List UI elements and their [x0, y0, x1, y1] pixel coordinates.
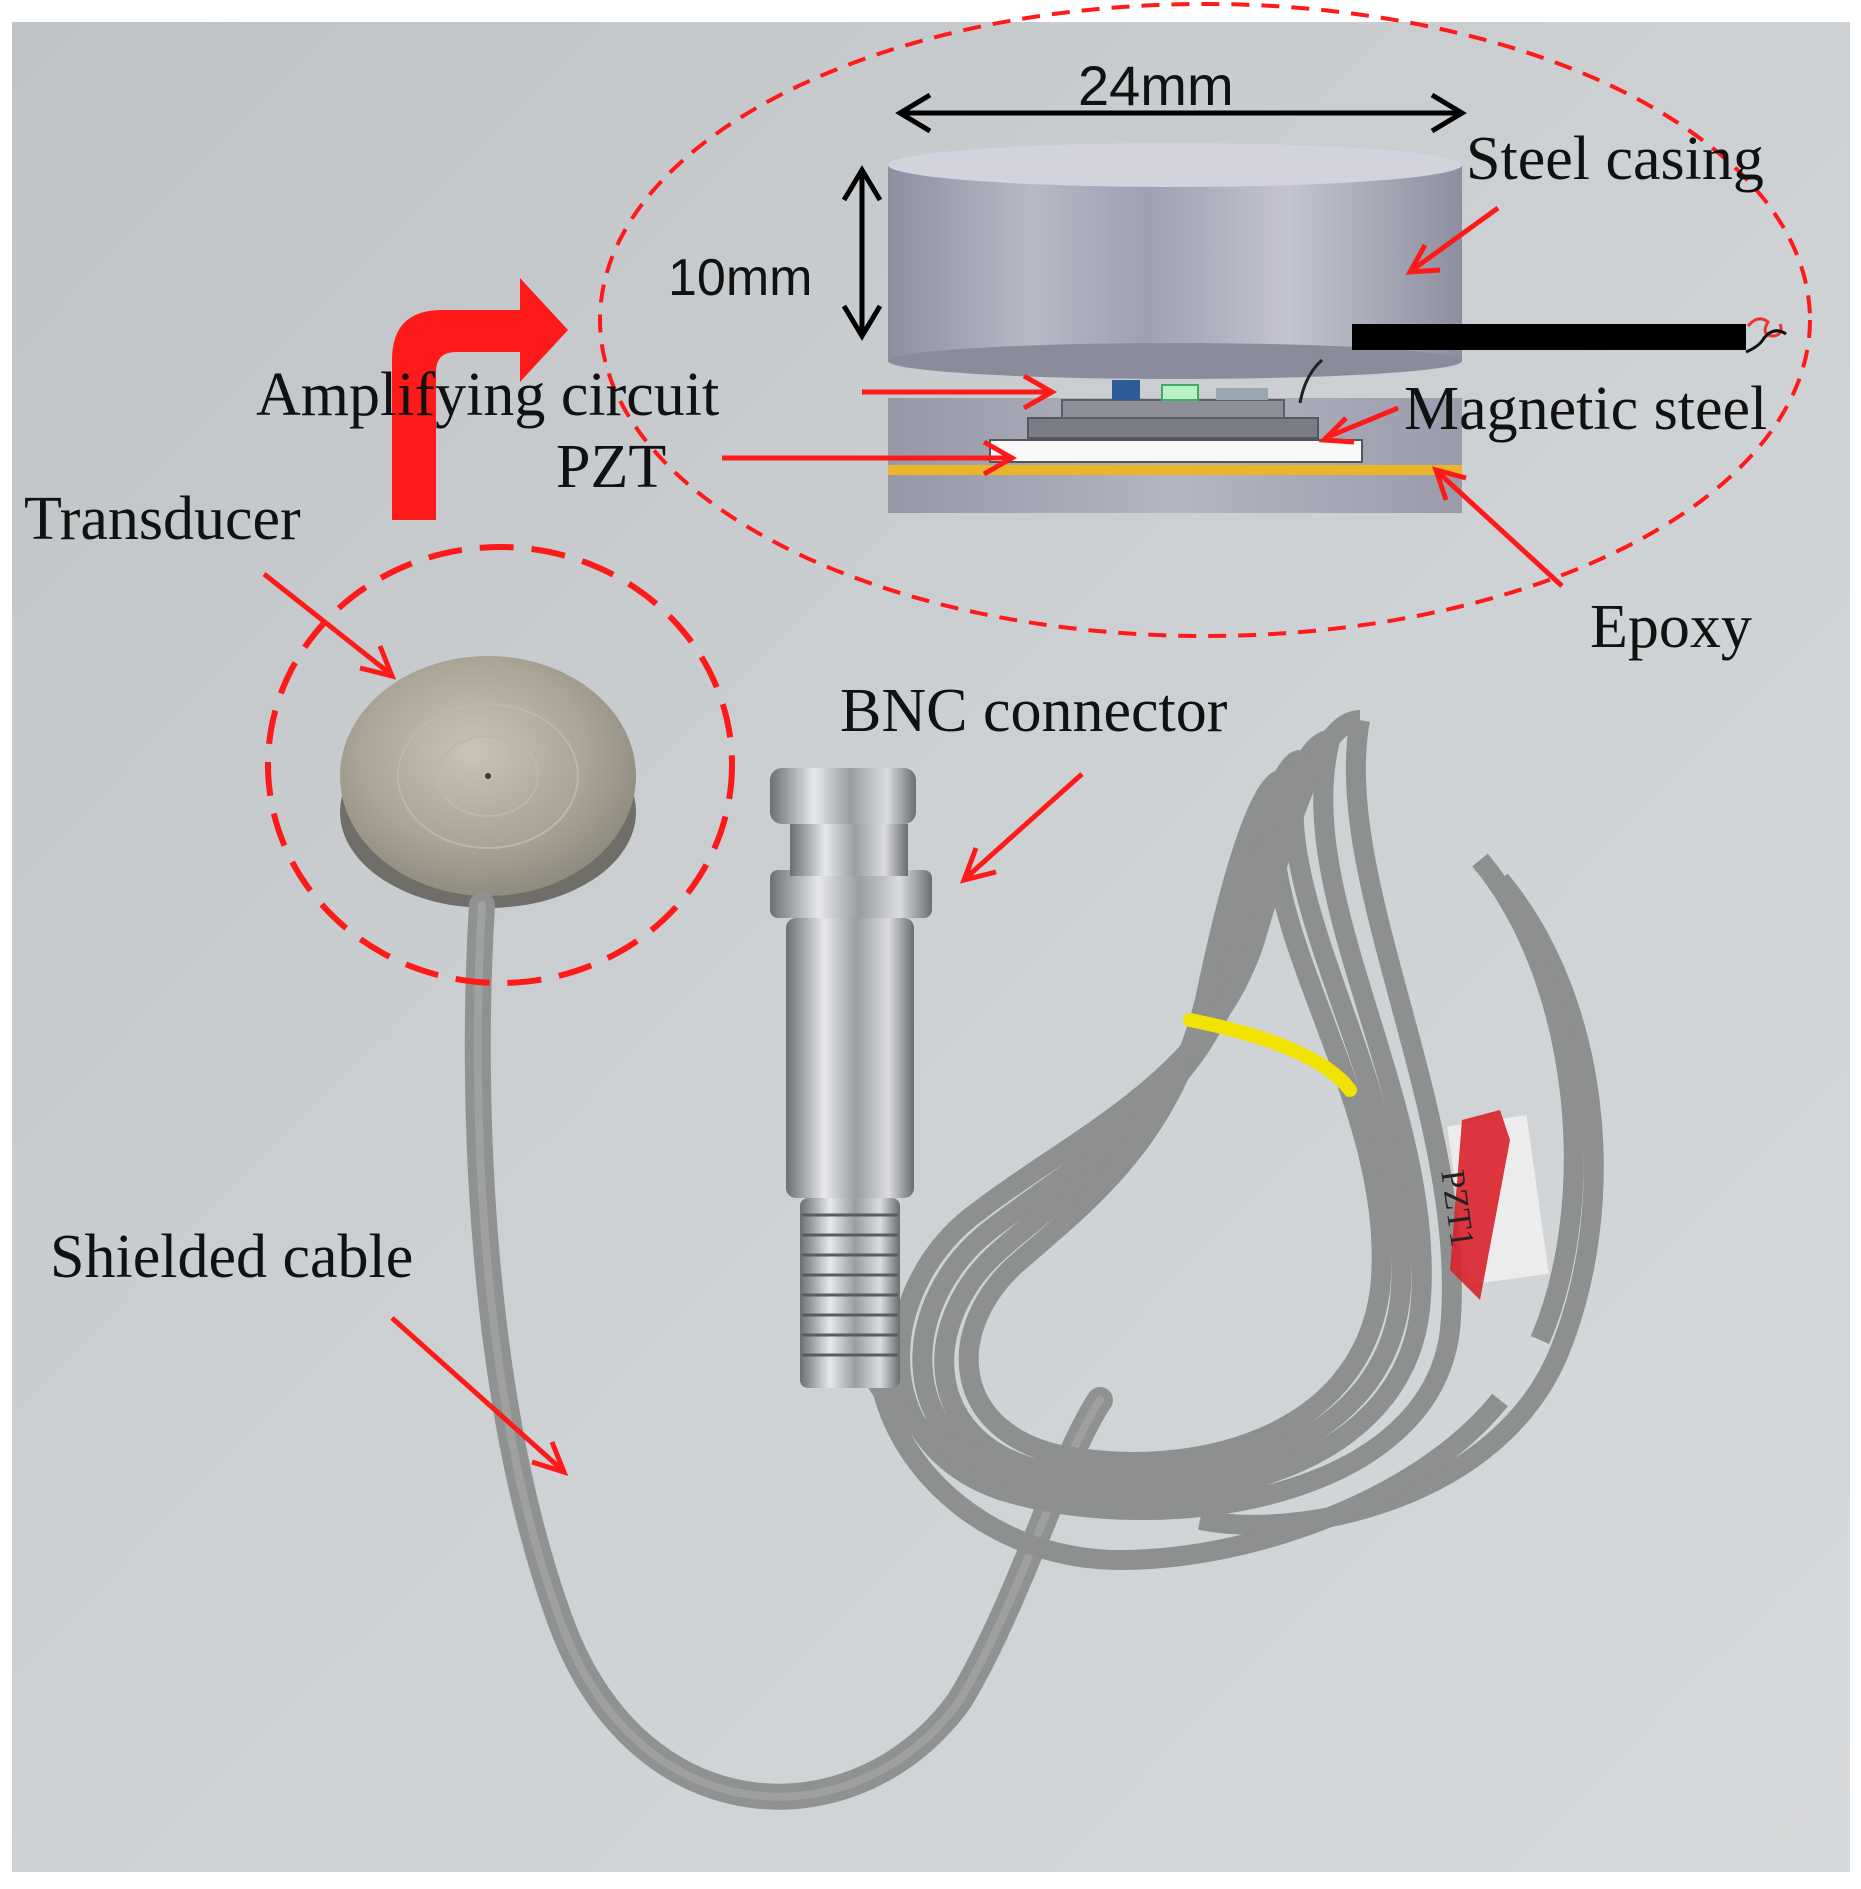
disc-center-hole: [485, 773, 491, 779]
pzt-label: PZT: [556, 433, 667, 501]
bnc-connector-label: BNC connector: [840, 677, 1228, 745]
bnc-connector-photo: [770, 768, 932, 1388]
cable-tag: [1447, 1110, 1549, 1300]
steel-casing-label: Steel casing: [1466, 125, 1764, 193]
bnc-neck: [790, 824, 908, 876]
pzt-plate: [989, 439, 1363, 463]
steel-casing-top: [888, 143, 1462, 187]
cable-tag-red-mark: [1450, 1110, 1510, 1300]
bnc-strain-relief: [800, 1198, 900, 1388]
disc-machining-ring: [397, 703, 579, 849]
bnc-knurled-ring: [770, 870, 932, 918]
circuit-wire: [1298, 358, 1324, 404]
lead-wire: [1352, 324, 1746, 350]
shielded-cable-label: Shielded cable: [50, 1223, 414, 1291]
magnetic-steel-label: Magnetic steel: [1404, 375, 1768, 443]
height-dimension-label: 10mm: [668, 249, 813, 307]
arrow-shielded-cable: [390, 1316, 569, 1476]
annotation-overlays: [265, 2, 1812, 986]
transducer-schematic: [841, 92, 1787, 513]
bnc-body: [786, 918, 914, 1198]
yellow-cable-band: [1183, 1013, 1357, 1097]
transducer-photo: [340, 656, 636, 908]
break-mark-icon: [1745, 329, 1787, 354]
pointer-arrows: [262, 205, 1564, 1476]
epoxy-layer: [888, 465, 1462, 475]
height-dimension-arrow: [841, 165, 883, 341]
epoxy-label: Epoxy: [1590, 593, 1752, 661]
amplifying-circuit-label: Amplifying circuit: [256, 361, 720, 429]
circuit-component: [1112, 380, 1140, 400]
bnc-threads: [802, 1213, 898, 1357]
arrow-amplifying-circuit: [862, 373, 1058, 411]
circuit-board: [1061, 399, 1285, 419]
transducer-callout-circle: [265, 544, 735, 986]
arrow-bnc-connector: [959, 772, 1084, 884]
disc-machining-ring: [437, 735, 539, 817]
arrow-epoxy: [1432, 466, 1564, 588]
transducer-label: Transducer: [24, 485, 301, 553]
circuit-component: [1216, 388, 1268, 400]
shielded-cable-highlight: [473, 901, 1104, 1801]
circuit-component: [1161, 384, 1199, 401]
width-dimension-label: 24mm: [1078, 54, 1234, 117]
schematic-callout-ellipse: [598, 2, 1812, 638]
arrow-steel-casing: [1405, 205, 1500, 275]
steel-casing-bottom-edge: [888, 343, 1462, 379]
magnetic-steel-plate: [1027, 417, 1319, 439]
width-dimension-arrow: [895, 92, 1467, 134]
arrow-pzt: [722, 439, 1018, 477]
bnc-head: [770, 768, 916, 824]
arrow-magnetic-steel: [1318, 405, 1399, 445]
arrow-transducer: [262, 572, 397, 680]
zoom-arrow-icon: [392, 278, 568, 520]
